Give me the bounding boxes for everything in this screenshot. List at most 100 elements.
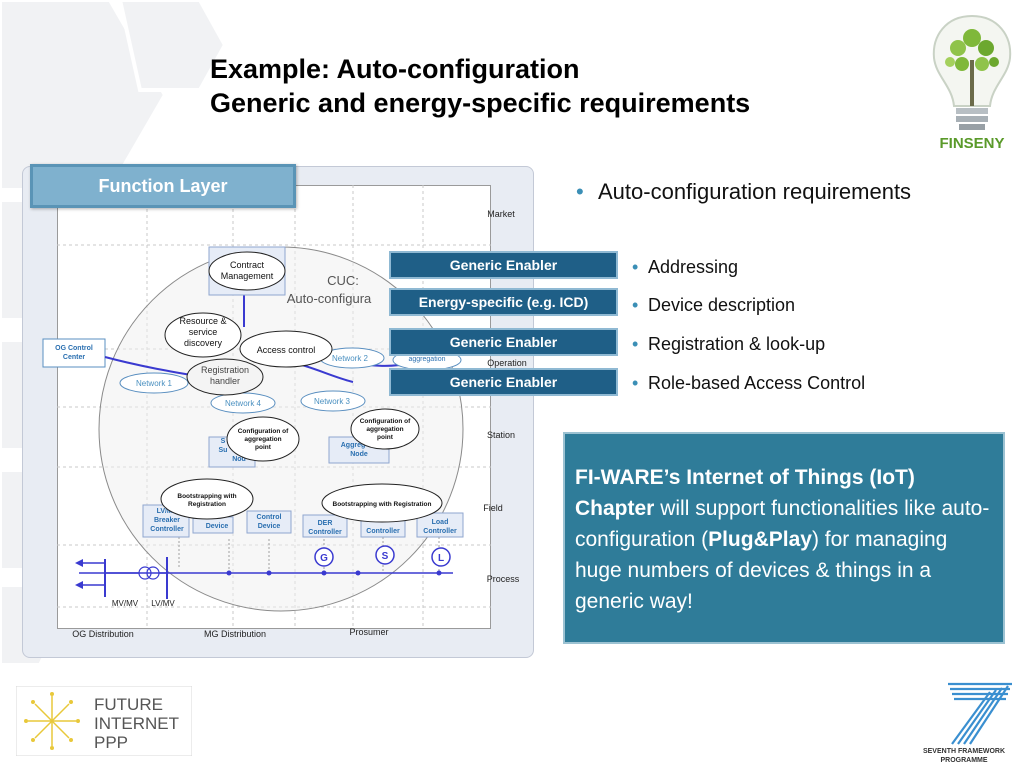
seventh-framework-logo: SEVENTH FRAMEWORK PROGRAMME bbox=[923, 682, 1012, 764]
config-right-label-2: aggregation bbox=[366, 426, 403, 433]
aggregation-partial-label: aggregation bbox=[409, 356, 446, 363]
resource-discovery-ellipse bbox=[164, 312, 242, 358]
svg-text:G: G bbox=[320, 553, 328, 564]
aggregation-node-2: Node bbox=[350, 451, 368, 458]
zone-label-field: Field bbox=[483, 503, 503, 513]
network-1-cloud bbox=[119, 372, 189, 394]
cuc-label-1: CUC: bbox=[327, 273, 359, 288]
sub-bullet-addressing: Addressing bbox=[630, 256, 738, 278]
sub-bullet-access-control: Role-based Access Control bbox=[630, 372, 865, 394]
zone-label-process: Process bbox=[487, 574, 520, 584]
future-internet-ppp-logo: FUTURE INTERNET PPP bbox=[16, 686, 192, 756]
svg-text:S: S bbox=[382, 551, 389, 562]
fiware-callout: FI-WARE’s Internet of Things (IoT) Chapt… bbox=[563, 432, 1005, 644]
controller-label: Controller bbox=[366, 528, 400, 535]
config-aggregation-left-ellipse bbox=[226, 416, 300, 462]
aggregation-node-1: Aggreg bbox=[341, 442, 366, 449]
fp7-line-1: SEVENTH FRAMEWORK bbox=[923, 748, 1005, 755]
svg-text:L: L bbox=[438, 553, 444, 564]
device-label: Device bbox=[206, 523, 229, 530]
config-left-label-1: Configuration of bbox=[238, 428, 289, 435]
fiware-text-2: ) for managing huge numbers of devices &… bbox=[575, 528, 948, 613]
control-device-2: Device bbox=[258, 523, 281, 530]
substation-node-1: S bbox=[221, 438, 226, 445]
requirements-list: Auto-configuration requirements bbox=[568, 176, 1008, 207]
der-controller-1: DER bbox=[318, 520, 333, 527]
energy-specific-label: Energy-specific (e.g. ICD) bbox=[389, 288, 618, 316]
generic-enabler-label-1: Generic Enabler bbox=[389, 251, 618, 279]
generator-node: G bbox=[314, 547, 334, 567]
load-controller-2: Controller bbox=[423, 528, 457, 535]
registration-handler-ellipse bbox=[186, 358, 264, 396]
config-right-label-3: point bbox=[377, 434, 394, 441]
domain-label-og: OG Distribution bbox=[72, 629, 134, 639]
sub-bullet-registration: Registration & look-up bbox=[630, 333, 825, 355]
mvmv-label: MV/MV bbox=[112, 599, 139, 608]
registration-label-2: handler bbox=[210, 376, 240, 386]
bootstrap-right-label: Bootstrapping with Registration bbox=[333, 501, 432, 508]
function-layer-header: Function Layer bbox=[30, 164, 296, 208]
registration-label-1: Registration bbox=[201, 365, 249, 375]
config-left-label-2: aggregation bbox=[244, 436, 281, 443]
config-left-label-3: point bbox=[255, 444, 272, 451]
der-controller-2: Controller bbox=[308, 529, 342, 536]
lvmv-breaker-3: Controller bbox=[150, 526, 184, 533]
tree-icon bbox=[945, 29, 999, 106]
network-1-label: Network 1 bbox=[136, 379, 173, 388]
og-control-label-2: Center bbox=[63, 354, 85, 361]
main-bullet: Auto-configuration requirements bbox=[568, 176, 1008, 207]
fp7-line-2: PROGRAMME bbox=[940, 757, 987, 764]
resource-label-3: discovery bbox=[184, 338, 223, 348]
number-seven-icon bbox=[948, 682, 1012, 745]
contract-label-1: Contract bbox=[230, 260, 265, 270]
substation-node-3: Nod bbox=[232, 456, 246, 463]
bootstrap-left-label-2: Registration bbox=[188, 501, 226, 508]
finseny-logo: FINSENY bbox=[932, 14, 1012, 152]
bootstrap-right-ellipse bbox=[321, 483, 443, 523]
bootstrap-left-ellipse bbox=[160, 478, 254, 520]
smart-grid-diagram: Market Operation Station Field Process O… bbox=[22, 166, 534, 658]
load-node: L bbox=[431, 547, 451, 567]
contract-label-2: Management bbox=[221, 271, 274, 281]
page-title: Example: Auto-configuration Generic and … bbox=[210, 52, 750, 120]
fiware-bold-1: FI-WARE’s Internet of Things (IoT) Chapt… bbox=[575, 466, 915, 520]
generic-enabler-label-2: Generic Enabler bbox=[389, 328, 618, 356]
load-controller-1: Load bbox=[432, 519, 449, 526]
lvmv-breaker-2: Breaker bbox=[154, 517, 180, 524]
network-3-cloud bbox=[300, 390, 366, 412]
lvmv-label: LV/MV bbox=[151, 599, 175, 608]
resource-label-1: Resource & bbox=[179, 316, 226, 326]
access-control-label: Access control bbox=[257, 345, 316, 355]
control-device-1: Control bbox=[257, 514, 282, 521]
network-2-label: Network 2 bbox=[332, 354, 369, 363]
og-control-center-box bbox=[42, 338, 106, 368]
storage-node: S bbox=[375, 545, 395, 565]
domain-label-mg: MG Distribution bbox=[204, 629, 266, 639]
fiware-bold-2: Plug&Play bbox=[708, 528, 812, 551]
finseny-logo-text: FINSENY bbox=[939, 135, 1004, 152]
config-aggregation-right-ellipse bbox=[350, 408, 420, 450]
resource-label-2: service bbox=[189, 327, 218, 337]
config-right-label-1: Configuration of bbox=[360, 418, 411, 425]
bootstrap-left-label-1: Bootstrapping with bbox=[177, 493, 236, 500]
sub-bullet-device-description: Device description bbox=[630, 294, 795, 316]
domain-label-prosumer: Prosumer bbox=[349, 627, 388, 637]
fi-logo-line-3: PPP bbox=[94, 733, 128, 752]
cuc-label-2: Auto-configura bbox=[287, 291, 372, 306]
network-4-label: Network 4 bbox=[225, 399, 262, 408]
generic-enabler-label-3: Generic Enabler bbox=[389, 368, 618, 396]
title-line-2: Generic and energy-specific requirements bbox=[210, 88, 751, 118]
og-control-label-1: OG Control bbox=[55, 345, 93, 352]
zone-label-operation: Operation bbox=[487, 358, 527, 368]
substation-node-2: Su bbox=[219, 447, 228, 454]
title-line-1: Example: Auto-configuration bbox=[210, 54, 580, 84]
zone-label-station: Station bbox=[487, 430, 515, 440]
starburst-icon bbox=[28, 696, 76, 746]
fi-logo-line-1: FUTURE bbox=[94, 695, 163, 714]
fiware-text-1: will support functionalities like auto-c… bbox=[575, 497, 990, 551]
diagram-svg: Market Operation Station Field Process O… bbox=[42, 185, 527, 639]
lvmv-breaker-1: LV/MV bbox=[157, 508, 178, 515]
zone-label-market: Market bbox=[487, 209, 515, 219]
network-3-label: Network 3 bbox=[314, 397, 351, 406]
access-control-ellipse bbox=[239, 330, 333, 368]
